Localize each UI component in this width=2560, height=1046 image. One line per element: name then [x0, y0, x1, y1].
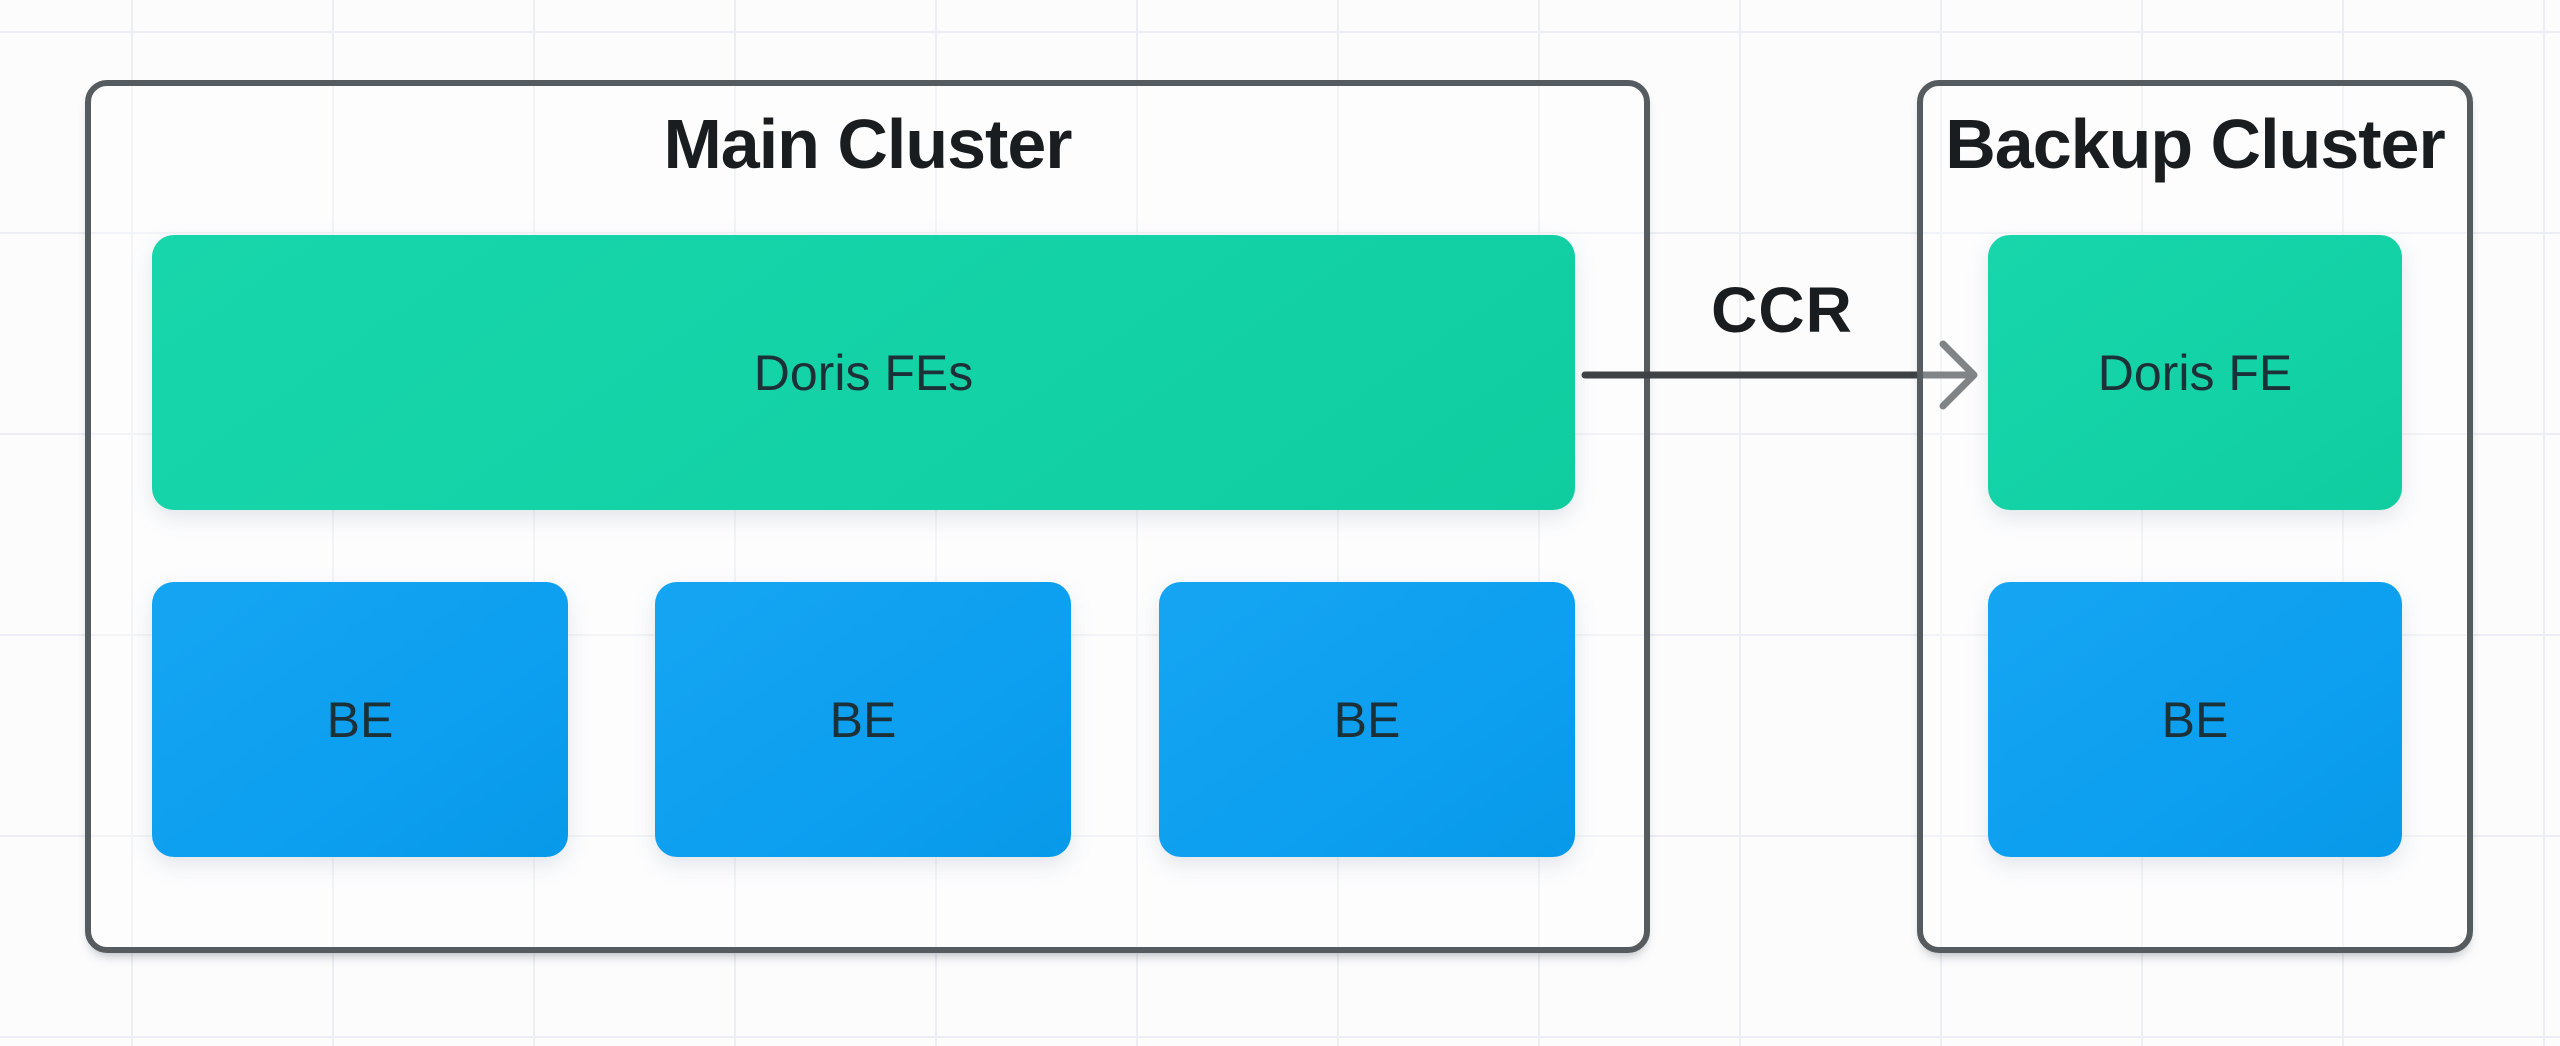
ccr-arrow-icon: [1581, 340, 1978, 410]
main-be-node-1: BE: [152, 582, 568, 857]
main-cluster-title: Main Cluster: [663, 105, 1072, 183]
ccr-label: CCR: [1711, 274, 1853, 346]
backup-cluster-title: Backup Cluster: [1945, 105, 2445, 183]
backup-be-label: BE: [2161, 691, 2229, 748]
main-doris-fes-label: Doris FEs: [753, 344, 974, 401]
backup-be-node: BE: [1988, 582, 2402, 857]
backup-doris-fe-node: Doris FE: [1988, 235, 2402, 510]
main-cluster-box: Main Cluster Doris FEs BE BE BE: [85, 80, 1650, 953]
main-be-label-3: BE: [1333, 691, 1401, 748]
main-be-label-1: BE: [326, 691, 394, 748]
main-be-label-2: BE: [829, 691, 897, 748]
main-be-node-2: BE: [655, 582, 1071, 857]
backup-cluster-box: Backup Cluster Doris FE BE: [1917, 80, 2473, 953]
main-doris-fes-node: Doris FEs: [152, 235, 1575, 510]
backup-doris-fe-label: Doris FE: [2097, 344, 2293, 401]
main-be-node-3: BE: [1159, 582, 1575, 857]
